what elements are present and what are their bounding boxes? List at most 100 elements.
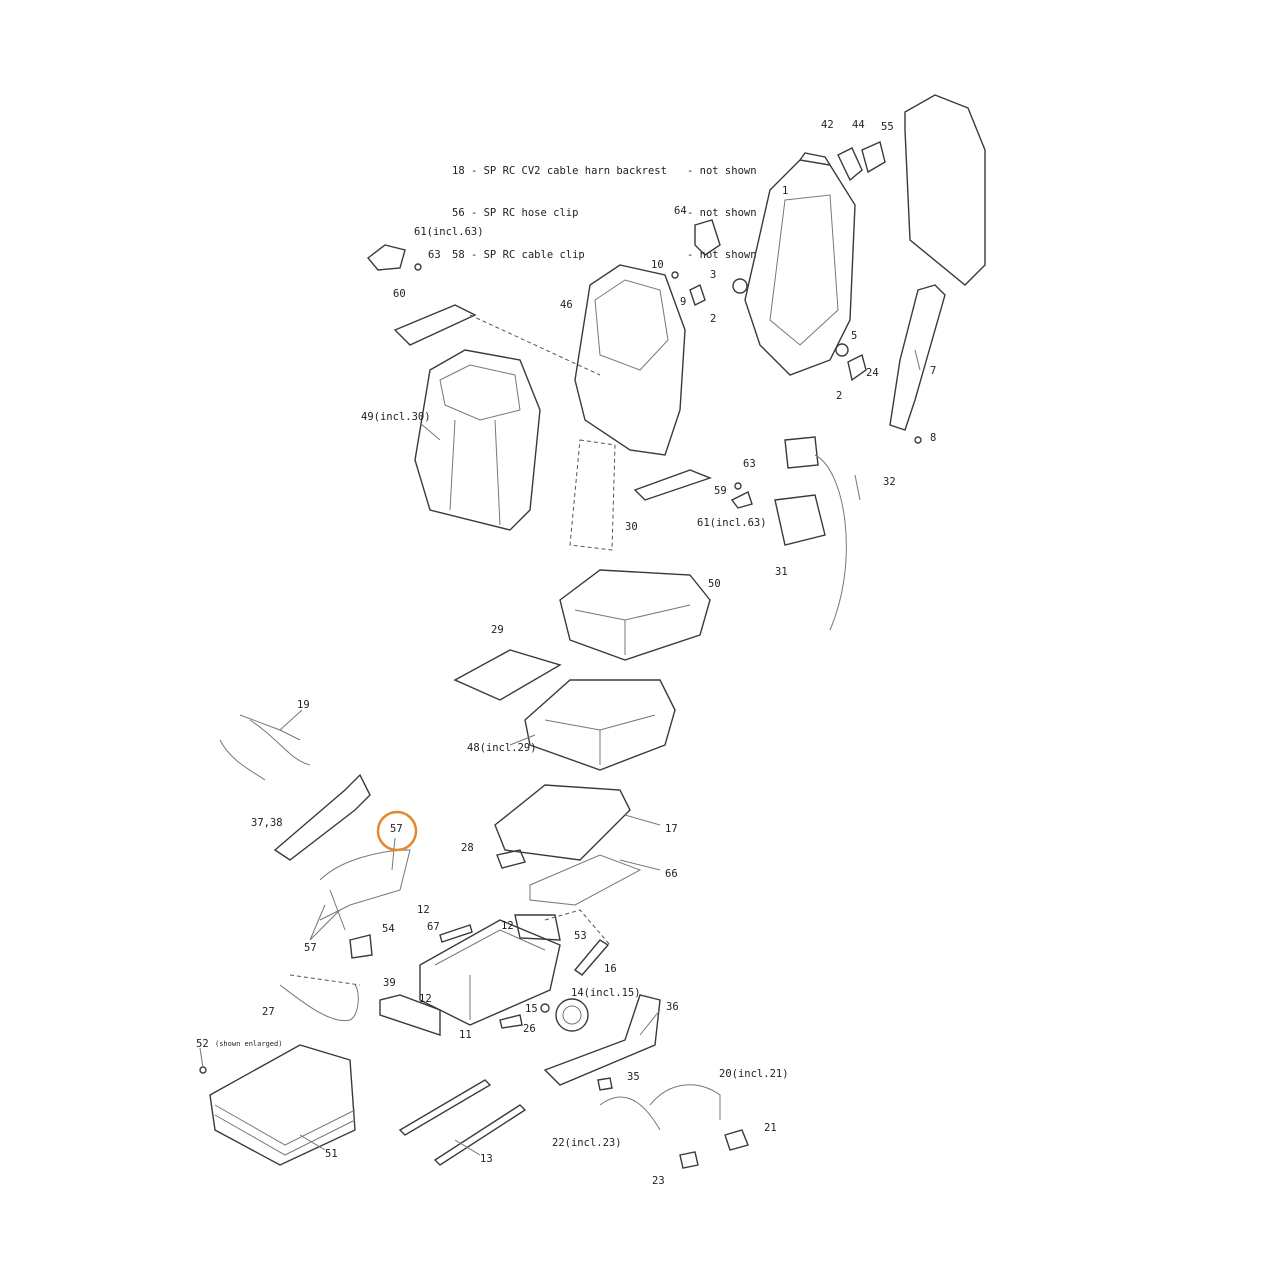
part-22-cable[interactable] — [599, 1096, 661, 1131]
label-67[interactable]: 67 — [427, 921, 440, 933]
part-7-seat-belt[interactable] — [889, 284, 946, 431]
part-61-cap[interactable] — [366, 244, 406, 271]
part-5[interactable] — [835, 343, 849, 357]
part-57-harness[interactable] — [319, 849, 411, 931]
label-1[interactable]: 1 — [782, 185, 788, 197]
label-51[interactable]: 51 — [325, 1148, 338, 1160]
label-29[interactable]: 29 — [491, 624, 504, 636]
label-57[interactable]: 57 — [304, 942, 317, 954]
label-32[interactable]: 32 — [883, 476, 896, 488]
part-14-motor[interactable] — [555, 998, 589, 1032]
label-8[interactable]: 8 — [930, 432, 936, 444]
part-50-cushion-cover[interactable] — [559, 569, 711, 661]
part-60-armrest[interactable] — [393, 304, 477, 346]
part-36-side-trim[interactable] — [543, 994, 661, 1086]
part-11-base-frame[interactable] — [419, 919, 561, 1026]
label-22[interactable]: 22(incl.23) — [552, 1137, 622, 1149]
part-32-pad[interactable] — [784, 436, 819, 469]
label-2[interactable]: 2 — [710, 313, 716, 325]
part-53[interactable] — [514, 914, 561, 941]
part-8[interactable] — [914, 436, 922, 444]
part-51-base-tray[interactable] — [209, 1044, 356, 1166]
part-49-backrest[interactable] — [414, 349, 541, 531]
part-31-pad[interactable] — [774, 494, 826, 546]
part-29-sheet[interactable] — [453, 649, 562, 701]
label-66[interactable]: 66 — [665, 868, 678, 880]
part-39[interactable] — [379, 994, 441, 1036]
highlight-circle-part-57[interactable] — [376, 810, 418, 852]
label-35[interactable]: 35 — [627, 1071, 640, 1083]
label-59[interactable]: 59 — [714, 485, 727, 497]
label-28[interactable]: 28 — [461, 842, 474, 854]
label-52[interactable]: 52 — [196, 1038, 209, 1050]
label-26[interactable]: 26 — [523, 1023, 536, 1035]
part-35[interactable] — [597, 1077, 613, 1091]
label-13[interactable]: 13 — [480, 1153, 493, 1165]
part-63[interactable] — [414, 263, 422, 271]
label-61[interactable]: 61(incl.63) — [414, 226, 484, 238]
label-50[interactable]: 50 — [708, 578, 721, 590]
part-30-panel[interactable] — [569, 439, 616, 551]
label-42[interactable]: 42 — [821, 119, 834, 131]
label-44[interactable]: 44 — [852, 119, 865, 131]
label-30[interactable]: 30 — [625, 521, 638, 533]
label-60[interactable]: 60 — [393, 288, 406, 300]
part-3[interactable] — [732, 278, 748, 294]
part-67[interactable] — [439, 924, 473, 943]
part-20-cable[interactable] — [649, 1084, 721, 1120]
label-21[interactable]: 21 — [764, 1122, 777, 1134]
label-61[interactable]: 61(incl.63) — [697, 517, 767, 529]
label-39[interactable]: 39 — [383, 977, 396, 989]
label-12[interactable]: 12 — [501, 920, 514, 932]
part-59-armrest[interactable] — [633, 469, 713, 501]
label-20[interactable]: 20(incl.21) — [719, 1068, 789, 1080]
part-46-backrest-cover[interactable] — [574, 264, 686, 456]
label-5[interactable]: 5 — [851, 330, 857, 342]
part-64-bracket[interactable] — [694, 219, 721, 256]
part-19-harness[interactable] — [219, 714, 311, 781]
label-14[interactable]: 14(incl.15) — [571, 987, 641, 999]
part-55-backrest-panel[interactable] — [904, 94, 986, 286]
label-12[interactable]: 12 — [419, 993, 432, 1005]
label-2[interactable]: 2 — [836, 390, 842, 402]
part-48-cushion[interactable] — [524, 679, 676, 771]
label-37-38[interactable]: 37,38 — [251, 817, 283, 829]
label-17[interactable]: 17 — [665, 823, 678, 835]
label-10[interactable]: 10 — [651, 259, 664, 271]
label-9[interactable]: 9 — [680, 296, 686, 308]
part-16[interactable] — [573, 939, 610, 976]
part-21-connector[interactable] — [724, 1129, 749, 1151]
part-28[interactable] — [496, 849, 526, 869]
label-57-highlighted[interactable]: 57 — [390, 823, 403, 835]
label-63[interactable]: 63 — [428, 249, 441, 261]
part-44[interactable] — [861, 141, 886, 174]
label-53[interactable]: 53 — [574, 930, 587, 942]
part-1-backrest-frame[interactable] — [744, 159, 856, 376]
part-42[interactable] — [837, 147, 863, 182]
part-17-seat-pan[interactable] — [494, 784, 631, 861]
label-15[interactable]: 15 — [525, 1003, 538, 1015]
part-23-connector[interactable] — [679, 1151, 699, 1169]
label-54[interactable]: 54 — [382, 923, 395, 935]
label-31[interactable]: 31 — [775, 566, 788, 578]
label-11[interactable]: 11 — [459, 1029, 472, 1041]
label-12[interactable]: 12 — [417, 904, 430, 916]
part-54[interactable] — [349, 934, 373, 959]
part-63b[interactable] — [734, 482, 742, 490]
label-16[interactable]: 16 — [604, 963, 617, 975]
label-19[interactable]: 19 — [297, 699, 310, 711]
part-27-cable[interactable] — [279, 984, 359, 1022]
part-61b-cap[interactable] — [730, 491, 753, 509]
part-26[interactable] — [499, 1014, 523, 1029]
part-13-rails[interactable] — [398, 1079, 527, 1166]
part-9[interactable] — [689, 284, 706, 306]
label-55[interactable]: 55 — [881, 121, 894, 133]
label-64[interactable]: 64 — [674, 205, 687, 217]
label-49[interactable]: 49(incl.30) — [361, 411, 431, 423]
part-15[interactable] — [540, 1003, 550, 1013]
label-7[interactable]: 7 — [930, 365, 936, 377]
part-10[interactable] — [671, 271, 679, 279]
label-24[interactable]: 24 — [866, 367, 879, 379]
label-46[interactable]: 46 — [560, 299, 573, 311]
part-37-38-side-panel[interactable] — [273, 773, 371, 861]
